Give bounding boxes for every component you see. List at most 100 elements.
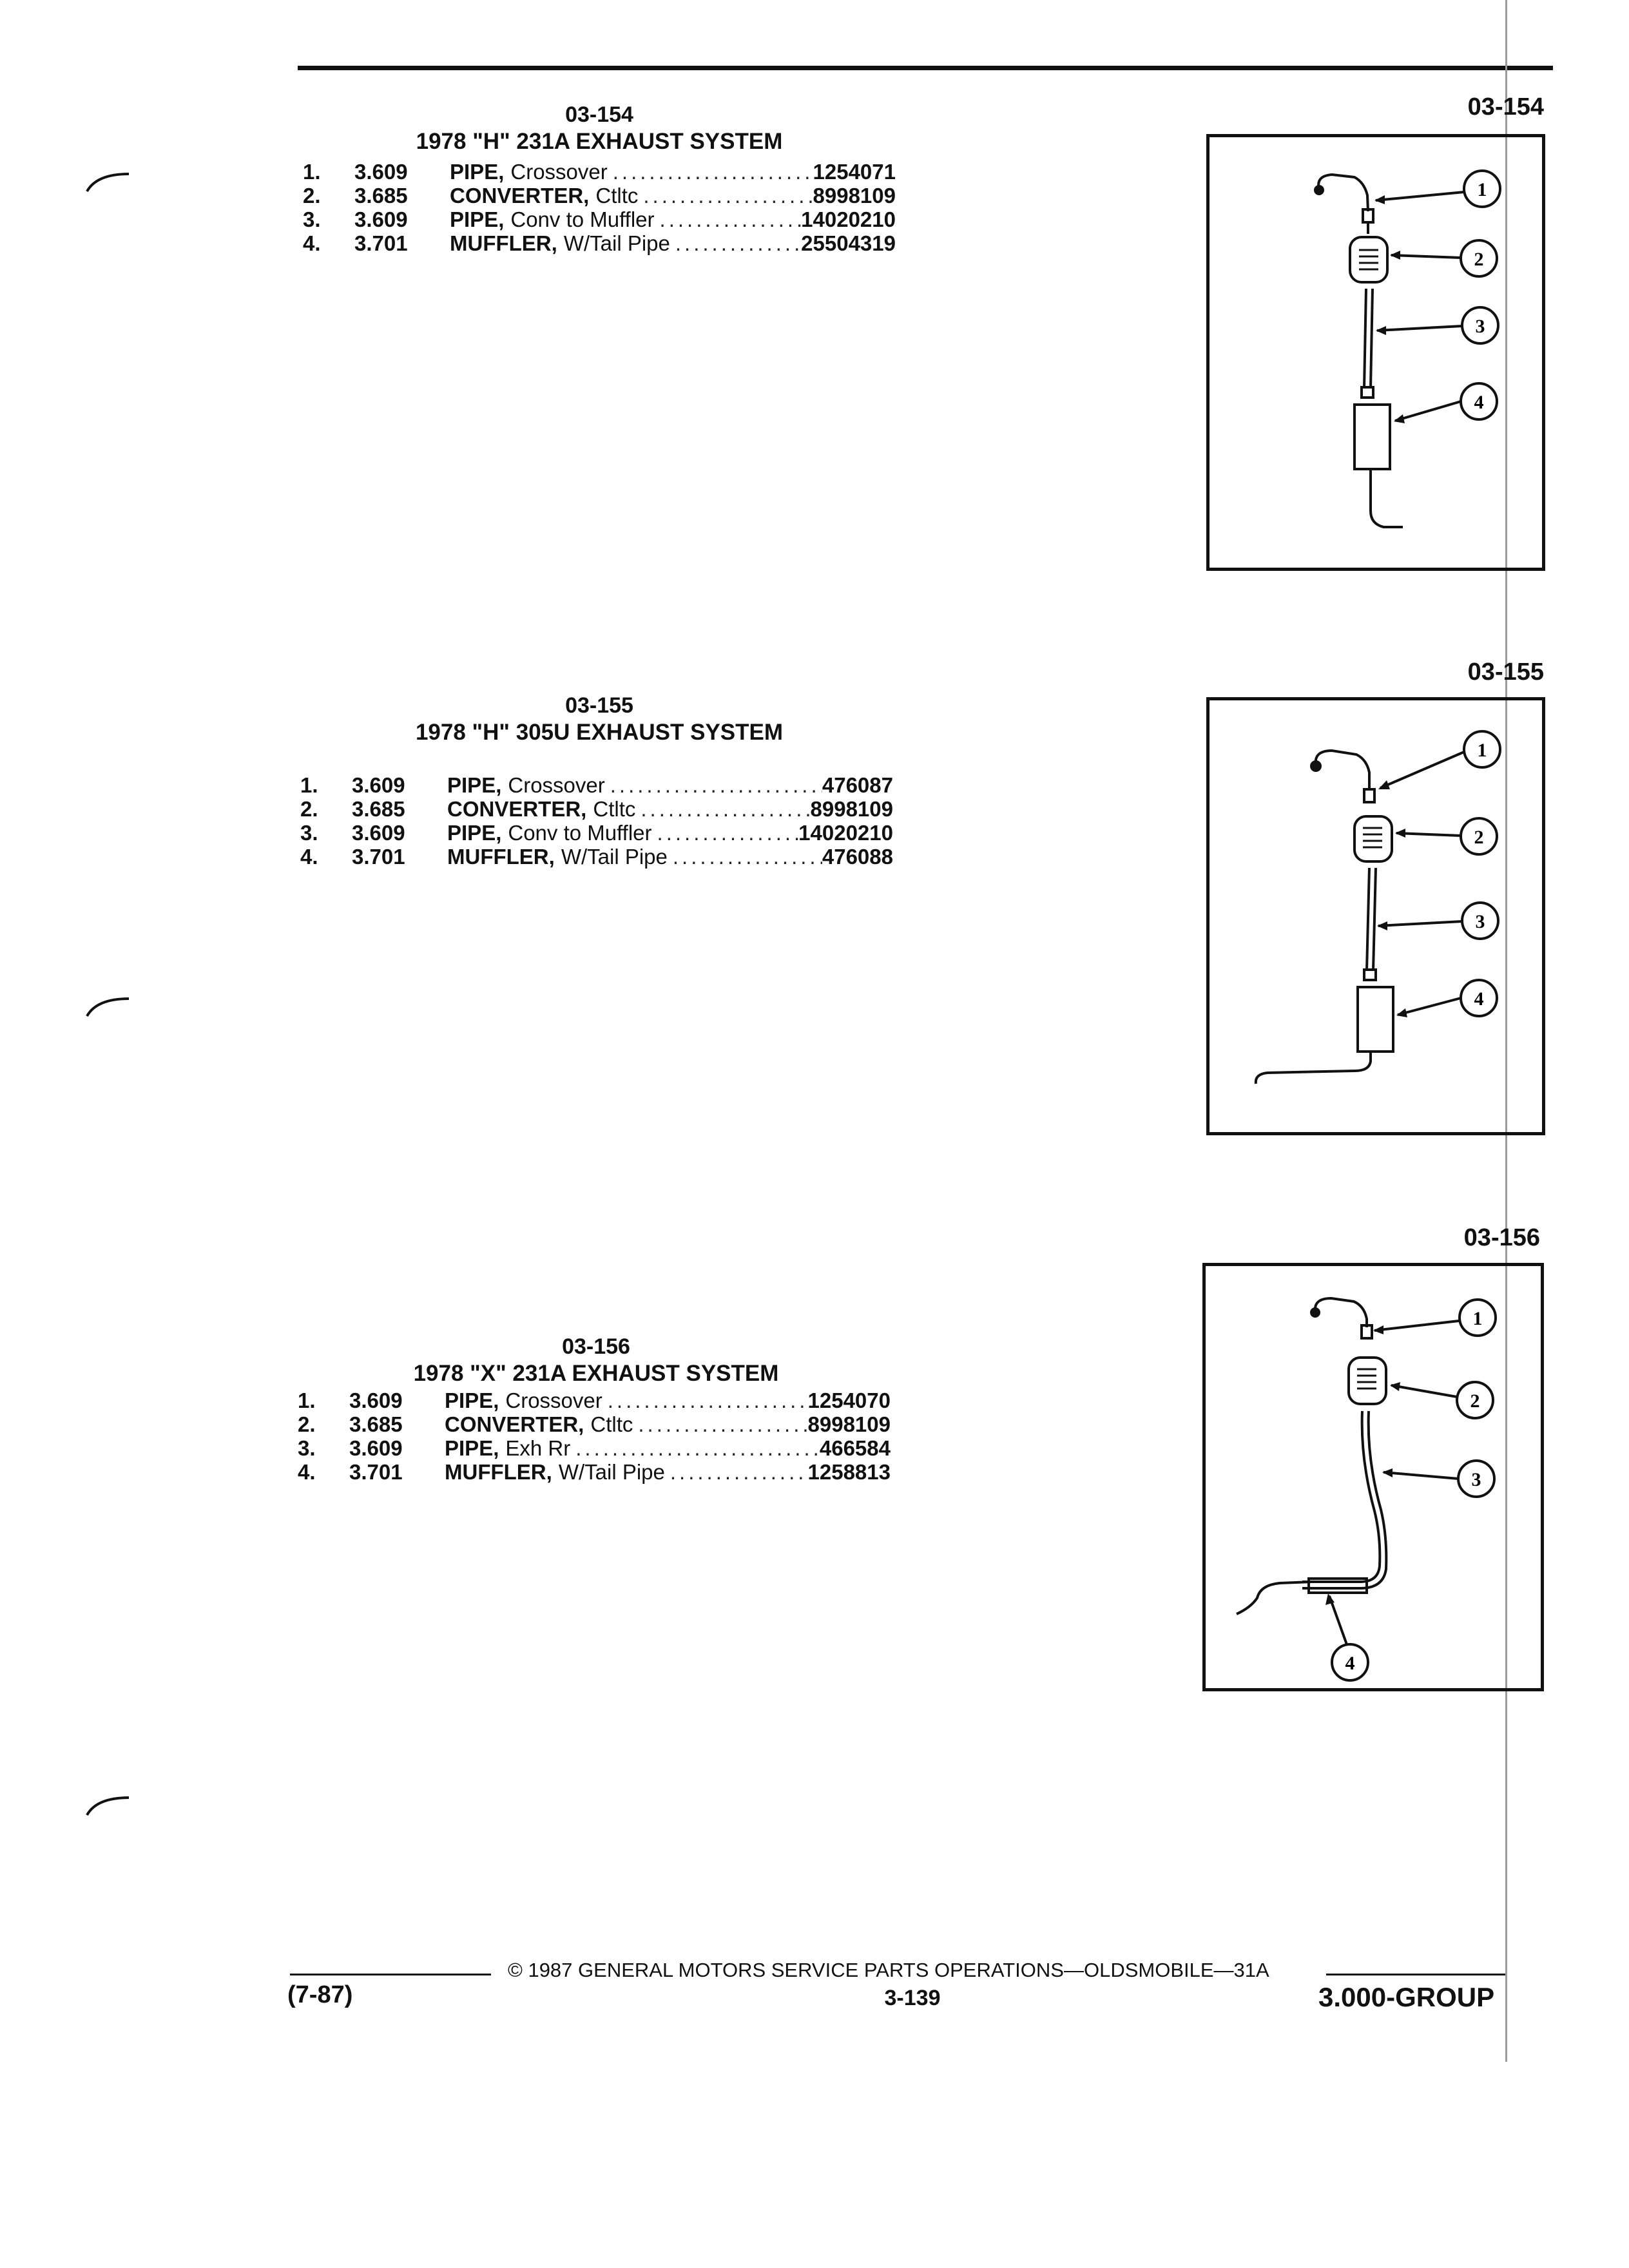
leader-dots: .................................... [643, 184, 813, 207]
item-number: 1. [303, 160, 321, 184]
item-number: 3. [298, 1436, 316, 1460]
rear-exhaust-pipe [1302, 1410, 1388, 1590]
footer-date: (7-87) [287, 1981, 353, 2008]
group-number: 3.701 [354, 231, 408, 255]
leader-dots: .................................... [657, 821, 799, 845]
leader-line [1396, 832, 1461, 837]
section-title: 1978 "H" 305U EXHAUST SYSTEM [415, 719, 784, 745]
part-number: 14020210 [798, 821, 893, 845]
exhaust-diagram: 1 2 3 4 [1314, 169, 1501, 528]
part-subname: W/Tail Pipe [558, 1460, 665, 1484]
svg-text:4: 4 [1474, 392, 1484, 413]
figure-code: 03-156 [1463, 1224, 1540, 1251]
group-number: 3.685 [352, 797, 405, 821]
part-subname: Crossover [505, 1389, 602, 1412]
footer-rule-left [290, 1974, 491, 1975]
part-name: PIPE, [450, 160, 505, 184]
part-subname: Ctltc [595, 184, 639, 207]
tail-pipe [1254, 1052, 1372, 1084]
part-name: CONVERTER, [445, 1412, 584, 1436]
section-title: 1978 "X" 231A EXHAUST SYSTEM [413, 1360, 779, 1386]
pipe-flange [1310, 1307, 1320, 1318]
svg-text:2: 2 [1470, 1390, 1480, 1412]
part-subname: Crossover [508, 773, 605, 797]
leader-line [1378, 920, 1463, 927]
callout-4: 4 [1331, 1643, 1369, 1682]
pipe-clamp [1360, 1324, 1373, 1340]
group-label: 3.000-GROUP [1318, 1982, 1495, 2012]
part-number: 1254070 [807, 1389, 891, 1412]
group-number: 3.685 [354, 184, 408, 207]
group-number: 3.609 [352, 821, 405, 845]
svg-text:1: 1 [1478, 740, 1487, 761]
item-number: 3. [303, 207, 321, 231]
svg-text:3: 3 [1476, 911, 1485, 932]
part-subname: Exh Rr [505, 1436, 571, 1460]
catalytic-converter [1347, 1356, 1387, 1405]
leader-line [1328, 1595, 1349, 1647]
footer-rule-right [1326, 1974, 1505, 1975]
leader-line [1394, 400, 1461, 422]
leader-dots: .................................... [610, 773, 822, 797]
leader-dots: .................................... [607, 1389, 808, 1412]
exhaust-diagram-figure: 1 2 3 4 [1206, 134, 1545, 571]
leader-dots: .................................... [670, 1460, 808, 1484]
svg-text:1: 1 [1473, 1308, 1483, 1329]
part-name: PIPE, [450, 207, 505, 231]
callout-3: 3 [1461, 306, 1499, 345]
part-name: PIPE, [447, 821, 502, 845]
leader-line [1391, 254, 1461, 259]
leader-dots: .................................... [641, 797, 810, 821]
exhaust-diagram: 1 2 3 4 [1254, 730, 1501, 1084]
pipe-clamp [1363, 788, 1376, 803]
muffler [1353, 403, 1391, 470]
exhaust-diagram-figure: 1 2 3 4 [1206, 697, 1545, 1135]
item-number: 4. [298, 1460, 316, 1484]
item-number: 4. [300, 845, 318, 869]
pipe-flange [1314, 185, 1324, 195]
section-heading: 03-154 1978 "H" 231A EXHAUST SYSTEM [374, 102, 825, 155]
leader-line [1383, 1471, 1459, 1480]
leader-dots: .................................... [659, 207, 802, 231]
svg-text:4: 4 [1474, 988, 1484, 1010]
group-number: 3.701 [349, 1460, 403, 1484]
figure-code: 03-155 [1467, 658, 1544, 686]
callout-2: 2 [1456, 1381, 1494, 1419]
item-number: 1. [300, 773, 318, 797]
section-code: 03-155 [565, 693, 633, 718]
pipe-flange [1310, 760, 1322, 772]
callout-3: 3 [1461, 901, 1499, 940]
svg-text:4: 4 [1345, 1653, 1355, 1674]
item-number: 2. [298, 1412, 316, 1436]
callout-1: 1 [1463, 169, 1501, 208]
svg-text:2: 2 [1474, 249, 1484, 270]
part-number: 8998109 [813, 184, 896, 207]
svg-text:1: 1 [1478, 179, 1487, 200]
leader-dots: .................................... [672, 845, 822, 869]
top-rule [298, 66, 1553, 70]
muffler [1307, 1577, 1368, 1594]
section-code: 03-154 [565, 102, 633, 127]
callout-3: 3 [1457, 1459, 1496, 1498]
callout-4: 4 [1460, 382, 1498, 421]
svg-text:3: 3 [1476, 316, 1485, 337]
leader-line [1374, 1320, 1460, 1332]
part-number: 8998109 [810, 797, 893, 821]
part-subname: Ctltc [590, 1412, 633, 1436]
part-number: 25504319 [801, 231, 896, 255]
exhaust-diagram-figure: 1 2 3 4 [1202, 1263, 1544, 1691]
tail-pipe [1236, 1581, 1313, 1615]
svg-text:2: 2 [1474, 827, 1484, 848]
binder-hole-mark [86, 173, 130, 193]
callout-4: 4 [1460, 979, 1498, 1017]
intermediate-pipe [1363, 288, 1374, 389]
